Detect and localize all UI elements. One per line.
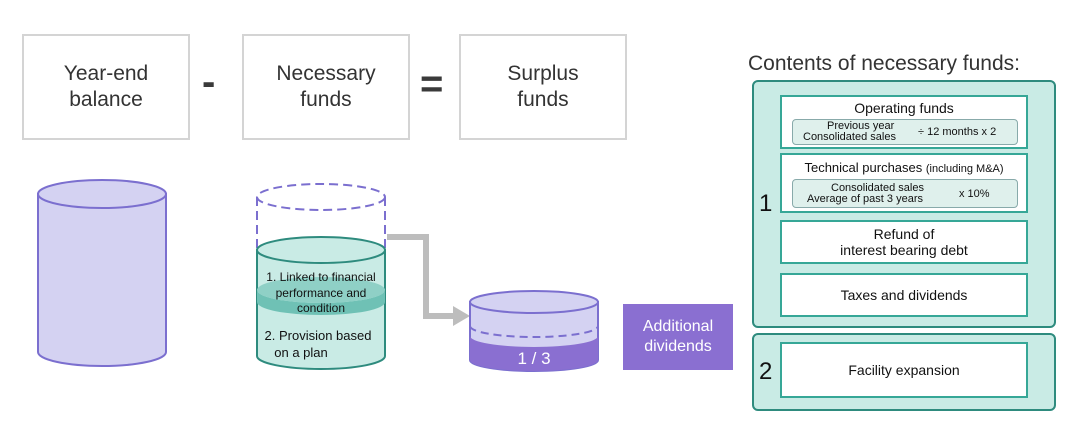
operating-formula-pill: Previous year Consolidated sales ÷ 12 mo… [792, 119, 1018, 145]
taxes-dividends-card: Taxes and dividends [780, 273, 1028, 317]
provision-item1-line2: performance and [276, 286, 367, 300]
cylinder-diagram: 1. Linked to financial performance and c… [37, 179, 599, 372]
necessary-funds-cylinder [256, 183, 386, 370]
additional-dividends-box: Additional dividends [623, 304, 733, 370]
technical-line1: Consolidated sales [831, 182, 924, 194]
necessary-funds-box: Necessary funds [242, 34, 410, 140]
technical-formula-pill: Consolidated sales Average of past 3 yea… [792, 179, 1018, 208]
connector-arrow [387, 234, 470, 326]
operating-funds-title: Operating funds [854, 100, 954, 116]
minus-operator: - [202, 60, 216, 104]
operating-formula: ÷ 12 months x 2 [918, 126, 997, 138]
operating-line2: Consolidated sales [803, 131, 896, 143]
refund-card: Refund of interest bearing debt [780, 220, 1028, 264]
group2-number: 2 [759, 358, 773, 385]
technical-purchases-card: Technical purchases (including M&A) Cons… [780, 153, 1028, 213]
surplus-cylinder [469, 290, 599, 372]
provision-item1-line1: 1. Linked to financial [266, 270, 375, 284]
provision-item1-line3: condition [297, 301, 345, 315]
fraction-label: 1 / 3 [517, 349, 550, 368]
equals-operator: = [420, 62, 444, 106]
technical-formula: x 10% [959, 188, 990, 200]
year-end-balance-box: Year-end balance [22, 34, 190, 140]
operating-line1: Previous year [827, 120, 895, 132]
technical-title-row: Technical purchases (including M&A) [782, 160, 1026, 175]
operating-funds-card: Operating funds Previous year Consolidat… [780, 95, 1028, 149]
facility-expansion-card: Facility expansion [780, 342, 1028, 398]
provision-item2-line1: 2. Provision based [265, 328, 372, 343]
technical-title: Technical purchases [804, 160, 923, 175]
technical-note: (including M&A) [925, 163, 1004, 175]
technical-line2: Average of past 3 years [807, 193, 923, 205]
surplus-funds-box: Surplus funds [459, 34, 627, 140]
provision-item2-line2: on a plan [274, 345, 328, 360]
contents-title: Contents of necessary funds: [748, 52, 1020, 75]
group1-number: 1 [759, 190, 773, 217]
balance-cylinder [37, 179, 167, 367]
